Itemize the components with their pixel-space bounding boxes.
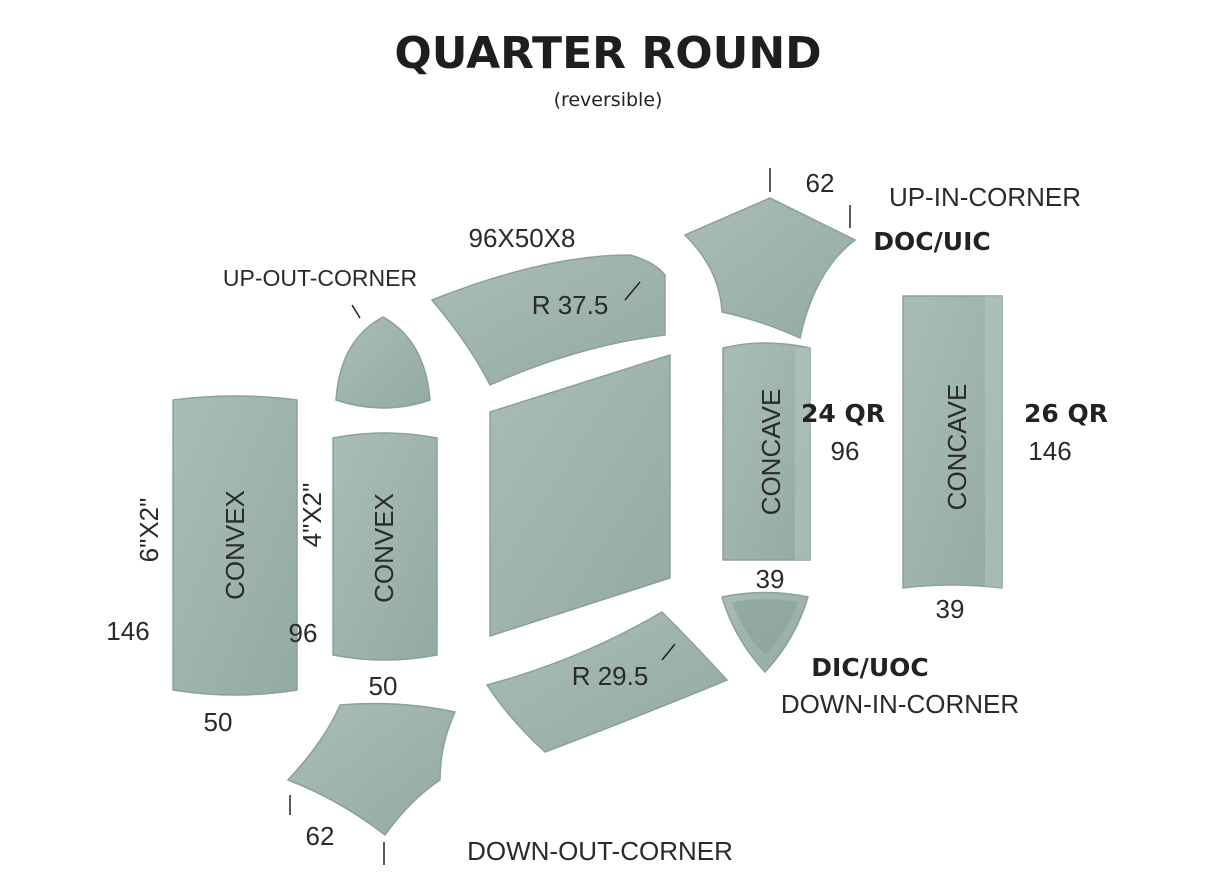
convex-6x2-name: CONVEX bbox=[220, 490, 250, 600]
convex-6x2-size: 6"X2" bbox=[134, 498, 164, 563]
down-out-corner-label: DOWN-OUT-CORNER bbox=[467, 836, 733, 866]
dimension-marks bbox=[289, 795, 385, 865]
convex-6x2-tile: CONVEX bbox=[172, 395, 298, 696]
up-out-corner-label: UP-OUT-CORNER bbox=[223, 265, 417, 291]
down-in-corner-label: DOWN-IN-CORNER bbox=[781, 689, 1019, 719]
convex-6x2-width: 50 bbox=[204, 707, 233, 737]
up-out-corner-tile bbox=[335, 316, 431, 409]
top-bar-size: 96X50X8 bbox=[469, 223, 576, 253]
concave-24-name: CONCAVE bbox=[756, 389, 786, 516]
up-in-corner-tile bbox=[683, 197, 857, 340]
concave-26-width: 39 bbox=[936, 594, 965, 624]
convex-4x2-length: 96 bbox=[289, 618, 318, 648]
convex-6x2-length: 146 bbox=[106, 616, 149, 646]
up-in-corner-code: DOC/UIC bbox=[873, 227, 990, 256]
down-in-corner-tile bbox=[721, 591, 809, 674]
concave-26-length: 146 bbox=[1028, 436, 1071, 466]
page-subtitle: (reversible) bbox=[554, 89, 663, 111]
concave-26-code: 26 QR bbox=[1024, 399, 1108, 428]
dimension-marks bbox=[769, 168, 851, 228]
down-in-corner-code: DIC/UOC bbox=[811, 653, 928, 682]
concave-24-length: 96 bbox=[831, 436, 860, 466]
concave-24-tile: CONCAVE bbox=[722, 342, 811, 561]
bottom-bar-radius: R 29.5 bbox=[572, 661, 649, 691]
square-tile bbox=[489, 353, 671, 638]
concave-26-tile: CONCAVE bbox=[902, 295, 1003, 589]
down-out-corner-tile bbox=[286, 702, 457, 837]
concave-26-name: CONCAVE bbox=[942, 384, 972, 511]
concave-24-code: 24 QR bbox=[801, 399, 885, 428]
convex-4x2-name: CONVEX bbox=[369, 493, 399, 603]
radius-arrow bbox=[661, 643, 676, 661]
up-in-corner-size: 62 bbox=[806, 168, 835, 198]
radius-arrow bbox=[624, 281, 641, 301]
down-out-corner-size: 62 bbox=[306, 821, 335, 851]
top-bar-tile: R 37.5 bbox=[430, 254, 666, 386]
top-bar-radius: R 37.5 bbox=[532, 290, 609, 320]
page-title: QUARTER ROUND bbox=[394, 28, 821, 79]
convex-4x2-size: 4"X2" bbox=[297, 483, 327, 548]
up-in-corner-label: UP-IN-CORNER bbox=[889, 182, 1081, 212]
bottom-bar-tile: R 29.5 bbox=[485, 611, 729, 753]
convex-4x2-width: 50 bbox=[369, 671, 398, 701]
convex-4x2-tile: CONVEX bbox=[332, 432, 438, 661]
up-out-corner-arrow bbox=[351, 304, 361, 319]
concave-24-width: 39 bbox=[756, 564, 785, 594]
